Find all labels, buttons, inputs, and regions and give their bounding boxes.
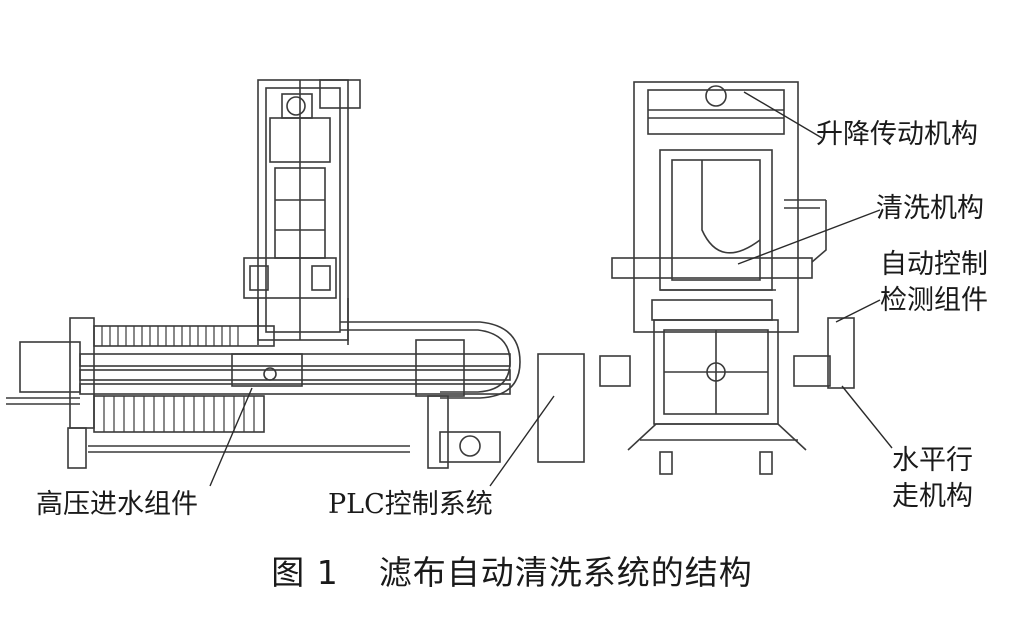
leader-lift-drive — [743, 91, 823, 139]
leader-auto-control — [835, 299, 881, 323]
label-plc-control: PLC控制系统 — [328, 489, 493, 520]
label-lift-drive: 升降传动机构 — [816, 119, 978, 150]
filter-press-body — [6, 317, 521, 469]
figure-caption: 图 1 滤布自动清洗系统的结构 — [0, 546, 1024, 594]
label-auto-control-line2: 检测组件 — [880, 285, 988, 316]
leader-cleaning-mechanism — [737, 209, 881, 265]
leader-lines — [209, 91, 893, 487]
leader-high-pressure — [209, 387, 253, 487]
label-horizontal-travel-line1: 水平行 — [892, 445, 973, 476]
label-auto-control-line1: 自动控制 — [880, 249, 988, 280]
label-high-pressure-inlet: 高压进水组件 — [36, 489, 198, 520]
lifting-tower-side — [243, 79, 361, 345]
label-horizontal-travel-line2: 走机构 — [892, 481, 973, 512]
front-view — [599, 81, 855, 475]
leader-plc — [489, 395, 555, 487]
caption-title: 滤布自动清洗系统的结构 — [378, 553, 753, 592]
base-frame-front — [627, 423, 807, 475]
filter-plate-front — [599, 317, 855, 425]
side-view — [6, 79, 585, 469]
lifting-tower-front — [611, 81, 827, 333]
caption-number: 图 1 — [271, 553, 339, 592]
leader-horizontal-travel — [841, 385, 893, 449]
plc-cabinet — [537, 353, 585, 463]
label-cleaning-mechanism: 清洗机构 — [876, 193, 984, 224]
